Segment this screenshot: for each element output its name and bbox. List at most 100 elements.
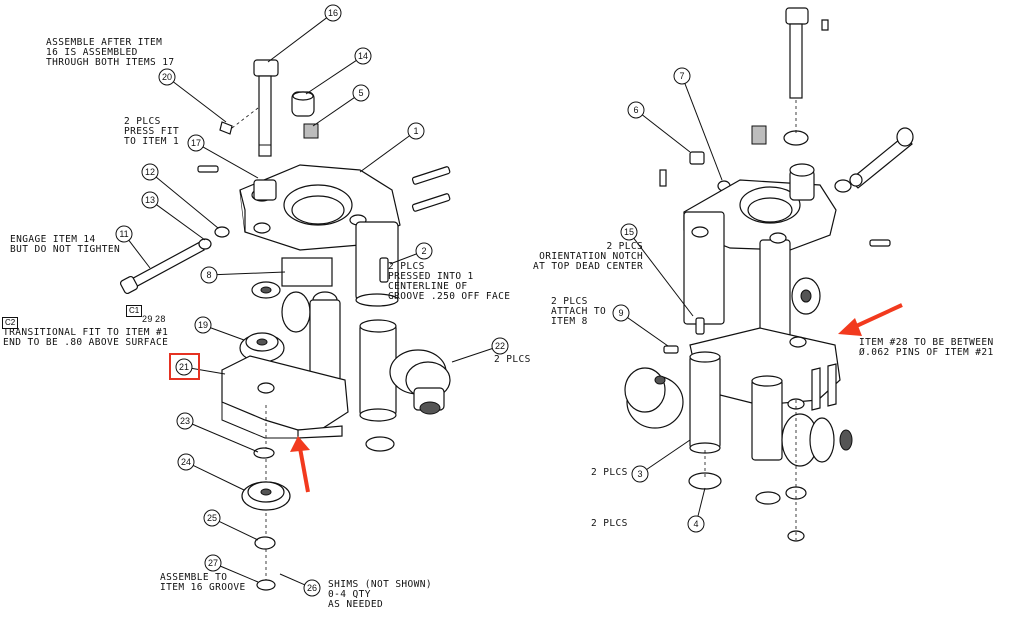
leader-line [627, 317, 669, 347]
leader-line [202, 146, 259, 179]
balloon-23: 23 [176, 412, 259, 453]
balloon-number: 12 [145, 167, 155, 177]
balloon-circle [627, 101, 645, 119]
note-assemble-to: ASSEMBLE TO ITEM 16 GROOVE [160, 572, 246, 593]
balloon-circle [194, 316, 212, 334]
pin-9a [695, 317, 705, 335]
tag-c1: C1 [126, 305, 143, 317]
balloon-number: 14 [358, 51, 368, 61]
washer-left [365, 436, 395, 452]
washer-r4 [787, 530, 805, 542]
balloons: 1614520171121311821921222324252726761593… [115, 4, 723, 597]
washer-23 [253, 447, 275, 459]
arrow-right [838, 303, 903, 336]
leader-line [305, 60, 357, 95]
base-plate-21 [221, 355, 349, 439]
leader-line [389, 253, 417, 265]
leader-line [359, 135, 410, 173]
highlight-box-21 [169, 353, 200, 380]
arrow-left [290, 436, 310, 493]
balloon-1: 1 [359, 122, 425, 173]
leader-line [220, 565, 259, 583]
tag-c2: C2 [2, 317, 19, 329]
washer-12 [214, 226, 230, 238]
pin-20 [219, 121, 233, 135]
roller-right-lower [781, 413, 853, 467]
balloon-circle [631, 465, 649, 483]
leader-line [279, 573, 305, 586]
balloon-circle [176, 412, 194, 430]
leader-line [128, 240, 151, 269]
balloon-number: 17 [191, 138, 201, 148]
balloon-number: 19 [198, 320, 208, 330]
note-two-plcs-4: 2 PLCS [591, 518, 628, 529]
balloon-21: 21 [175, 358, 226, 376]
balloon-19: 19 [194, 316, 245, 341]
note-orientation: 2 PLCS ORIENTATION NOTCH AT TOP DEAD CEN… [533, 241, 644, 272]
balloon-11: 11 [115, 225, 151, 269]
balloon-number: 4 [693, 519, 698, 529]
balloon-17: 17 [187, 134, 259, 179]
balloon-circle [491, 337, 509, 355]
balloon-circle [115, 225, 133, 243]
bolt-16 [253, 59, 279, 157]
roller-right-upper [791, 277, 821, 315]
balloon-number: 8 [206, 270, 211, 280]
balloon-circle [158, 68, 176, 86]
balloon-5: 5 [312, 84, 370, 127]
balloon-circle [354, 47, 372, 65]
post-3 [689, 355, 721, 449]
balloon-16: 16 [267, 4, 342, 63]
pin-small [659, 169, 667, 187]
balloon-8: 8 [200, 266, 286, 284]
balloon-circle [303, 579, 321, 597]
balloon-3: 3 [631, 439, 691, 483]
spacer-25 [254, 536, 276, 550]
note-press-fit: 2 PLCS PRESS FIT TO ITEM 1 [124, 116, 180, 147]
balloon-number: 7 [679, 71, 684, 81]
balloon-circle [620, 223, 638, 241]
bolt-top-right [785, 7, 809, 99]
balloon-number: 5 [358, 88, 363, 98]
balloon-circle [200, 266, 218, 284]
washer-right-top [783, 130, 809, 146]
balloon-number: 1 [413, 126, 418, 136]
key-right [751, 125, 767, 145]
balloon-number: 15 [624, 227, 634, 237]
balloon-circle [673, 67, 691, 85]
leader-line [191, 367, 226, 375]
note-attach-to: 2 PLCS ATTACH TO ITEM 8 [551, 296, 607, 327]
post-left [359, 319, 397, 422]
balloon-number: 20 [162, 72, 172, 82]
washer-r2 [755, 491, 781, 505]
balloon-circle [407, 122, 425, 140]
disc-left [624, 367, 684, 429]
balloon-circle [141, 191, 159, 209]
balloon-9: 9 [612, 304, 669, 347]
leader-line [173, 81, 227, 123]
pin-top-right [821, 19, 829, 31]
balloon-circle [687, 515, 705, 533]
key-5 [303, 123, 319, 139]
balloon-circle [175, 358, 193, 376]
tag-29: 29 [142, 314, 153, 324]
note-engage: ENGAGE ITEM 14 BUT DO NOT TIGHTEN [10, 234, 121, 255]
balloon-circle [177, 453, 195, 471]
leader-line [267, 17, 327, 63]
leader-line [633, 238, 694, 317]
balloon-7: 7 [673, 67, 723, 181]
balloon-number: 6 [633, 105, 638, 115]
pin-9b [663, 345, 679, 354]
balloon-circle [415, 242, 433, 260]
balloon-2: 2 [389, 242, 433, 265]
leader-line [646, 439, 691, 470]
note-two-plcs-3: 2 PLCS [591, 467, 628, 478]
balloon-number: 9 [618, 308, 623, 318]
balloon-number: 22 [495, 341, 505, 351]
balloon-number: 2 [421, 246, 426, 256]
balloon-number: 13 [145, 195, 155, 205]
balloon-26: 26 [279, 573, 321, 597]
leader-line [451, 348, 493, 363]
roller-22 [389, 349, 451, 415]
